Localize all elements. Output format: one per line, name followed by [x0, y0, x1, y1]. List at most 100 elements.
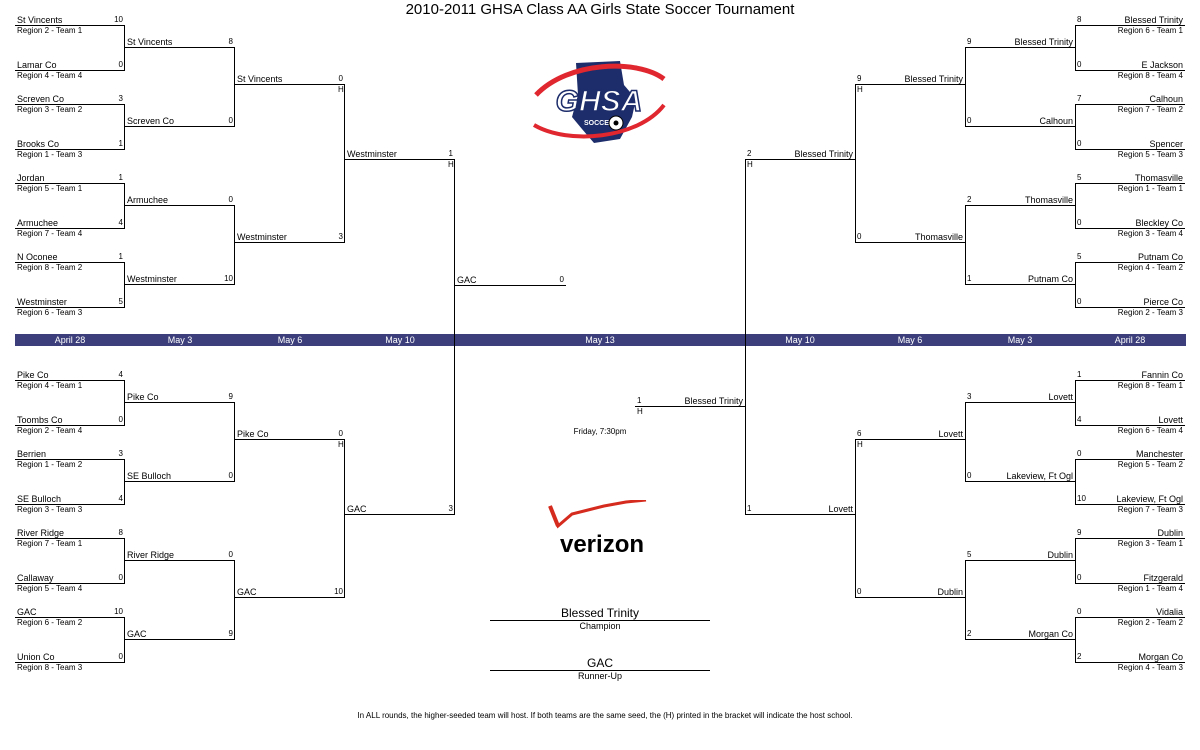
- team-score: 10: [1077, 494, 1086, 503]
- verizon-logo: verizon: [548, 498, 656, 560]
- team-name: Blessed Trinity: [1124, 15, 1183, 25]
- team-seed: Region 3 - Team 4: [1117, 229, 1183, 238]
- bracket-line: [15, 104, 125, 105]
- bracket-line: [1075, 617, 1185, 618]
- bracket-line: [235, 439, 345, 440]
- page-title: 2010-2011 GHSA Class AA Girls State Socc…: [405, 1, 795, 18]
- bracket-line: [1075, 228, 1185, 229]
- bracket-line: [124, 459, 125, 505]
- bracket-line: [1075, 149, 1185, 150]
- team-seed: Region 8 - Team 4: [1117, 71, 1183, 80]
- team-score: 0: [857, 587, 862, 596]
- team-seed: Region 5 - Team 1: [17, 184, 83, 193]
- team-seed: Region 6 - Team 2: [17, 618, 83, 627]
- host-marker: H: [857, 85, 863, 94]
- team-name: Blessed Trinity: [904, 74, 963, 84]
- host-marker: H: [747, 160, 753, 169]
- team-score: 3: [338, 232, 343, 241]
- team-seed: Region 4 - Team 3: [1117, 663, 1183, 672]
- team-name: Thomasville: [914, 232, 963, 242]
- bracket-line: [124, 538, 125, 584]
- bracket-line: [125, 481, 235, 482]
- team-score: 9: [1077, 528, 1082, 537]
- team-score: 0: [118, 573, 123, 582]
- bracket-line: [15, 380, 125, 381]
- bracket-line: [124, 617, 125, 663]
- team-name: GAC: [127, 629, 147, 639]
- team-score: 4: [118, 370, 123, 379]
- bracket-line: [15, 262, 125, 263]
- bracket-line: [15, 504, 125, 505]
- round-date-label: April 28: [1114, 335, 1146, 345]
- team-score: 1: [118, 252, 123, 261]
- bracket-line: [635, 406, 745, 407]
- team-name: Thomasville: [1134, 173, 1183, 183]
- bracket-line: [1075, 538, 1076, 584]
- team-seed: Region 7 - Team 4: [17, 229, 83, 238]
- bracket-line: [15, 538, 125, 539]
- bracket-line: [490, 670, 710, 671]
- bracket-line: [15, 662, 125, 663]
- bracket-line: [1075, 25, 1185, 26]
- team-name: River Ridge: [17, 528, 65, 538]
- team-name: Blessed Trinity: [794, 149, 853, 159]
- bracket-line: [1075, 617, 1076, 663]
- host-marker: H: [857, 440, 863, 449]
- host-marker: H: [448, 160, 454, 169]
- team-seed: Region 5 - Team 2: [1117, 460, 1183, 469]
- bracket-line: [965, 205, 966, 285]
- team-score: 9: [967, 37, 972, 46]
- team-score: 2: [967, 195, 972, 204]
- team-name: Lovett: [1158, 415, 1183, 425]
- bracket-line: [1075, 70, 1185, 71]
- team-name: Lakeview, Ft Ogl: [1006, 471, 1073, 481]
- bracket-line: [125, 284, 235, 285]
- team-score: 3: [448, 504, 453, 513]
- team-name: Calhoun: [1039, 116, 1073, 126]
- team-score: 0: [857, 232, 862, 241]
- bracket-line: [125, 639, 235, 640]
- team-name: Callaway: [17, 573, 54, 583]
- team-name: Morgan Co: [1138, 652, 1183, 662]
- bracket-line: [15, 583, 125, 584]
- logo-subtext: SOCCER: [584, 120, 614, 127]
- team-score: 4: [118, 494, 123, 503]
- bracket-line: [1075, 262, 1185, 263]
- bracket-line: [855, 242, 965, 243]
- team-score: 0: [1077, 607, 1082, 616]
- team-seed: Region 3 - Team 1: [1117, 539, 1183, 548]
- team-name: Lovett: [828, 504, 853, 514]
- team-score: 0: [1077, 60, 1082, 69]
- team-seed: Region 4 - Team 4: [17, 71, 83, 80]
- footnote: In ALL rounds, the higher-seeded team wi…: [357, 711, 853, 720]
- finalist-score: 0: [559, 275, 564, 284]
- bracket-line: [235, 242, 345, 243]
- team-score: 2: [967, 629, 972, 638]
- bracket-line: [1075, 538, 1185, 539]
- runner-up-name: GAC: [586, 656, 613, 670]
- team-score: 7: [1077, 94, 1082, 103]
- team-name: Westminster: [347, 149, 397, 159]
- bracket-line: [125, 126, 235, 127]
- team-name: Screven Co: [17, 94, 65, 104]
- team-seed: Region 4 - Team 2: [1117, 263, 1183, 272]
- round-date-label: May 10: [385, 335, 415, 345]
- team-name: St Vincents: [237, 74, 283, 84]
- team-seed: Region 6 - Team 4: [1117, 426, 1183, 435]
- team-name: GAC: [347, 504, 367, 514]
- team-name: Pierce Co: [1143, 297, 1183, 307]
- bracket-line: [454, 159, 455, 515]
- team-name: River Ridge: [127, 550, 175, 560]
- bracket-line: [125, 47, 235, 48]
- team-name: Calhoun: [1149, 94, 1183, 104]
- team-score: 9: [228, 629, 233, 638]
- bracket-line: [125, 402, 235, 403]
- team-name: Lakeview, Ft Ogl: [1116, 494, 1183, 504]
- team-seed: Region 1 - Team 3: [17, 150, 83, 159]
- team-score: 0: [1077, 573, 1082, 582]
- team-name: SE Bulloch: [127, 471, 172, 481]
- round-date-label: May 3: [1007, 335, 1033, 345]
- team-name: GAC: [237, 587, 257, 597]
